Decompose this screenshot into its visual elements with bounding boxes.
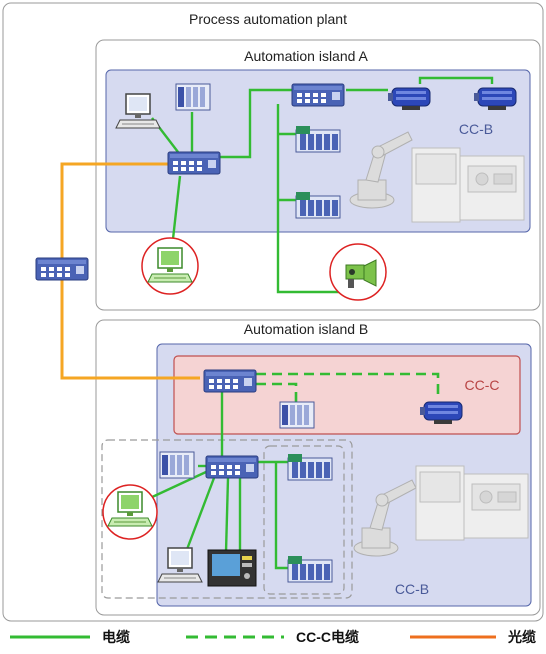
io-a2 (295, 191, 341, 219)
switch-a-top (291, 83, 345, 107)
cables-island-b (149, 392, 288, 570)
dashed-group-left (101, 439, 353, 599)
io-b2 (287, 555, 333, 583)
island-b-ccb-label: CC-B (395, 581, 429, 597)
switch-fiber (35, 257, 89, 281)
machine-tool-a (411, 147, 525, 223)
io-b1 (287, 453, 333, 481)
legend-label-cc-c: CC-C电缆 (296, 629, 359, 645)
island-b-ccc-zone (173, 355, 521, 435)
dashed-group-right (263, 445, 345, 595)
switch-b-mid (205, 455, 259, 479)
switch-a-center (167, 151, 221, 175)
island-a-ccb-label: CC-B (459, 121, 493, 137)
camera-icon (345, 259, 377, 288)
legend-label-cable: 电缆 (102, 629, 130, 645)
plc-b2 (159, 451, 195, 479)
hmi-panel (207, 549, 257, 587)
plc-b1 (279, 401, 315, 429)
plant-title: Process automation plant (189, 11, 347, 27)
island-b-title: Automation island B (244, 321, 369, 337)
cables-cc-c (256, 372, 440, 402)
legend: 电缆 CC-C电缆 光缆 (10, 629, 536, 645)
switch-b-top (203, 369, 257, 393)
island-b-ccc-label: CC-C (465, 377, 500, 393)
plc-a1 (175, 83, 211, 111)
island-a-title: Automation island A (244, 48, 368, 64)
machine-tool-b (415, 465, 529, 541)
legend-label-fiber: 光缆 (507, 629, 536, 645)
io-a1 (295, 125, 341, 153)
